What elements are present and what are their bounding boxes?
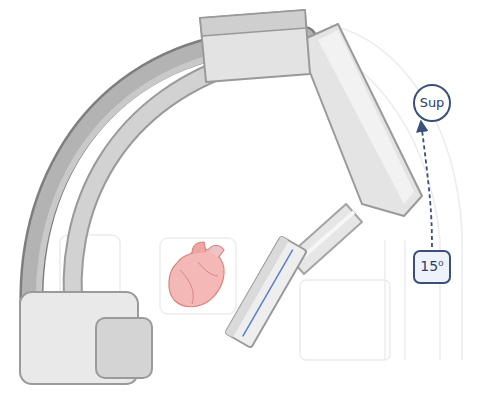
angle-box: 15⁰ [413, 250, 451, 284]
node-label: 15⁰ [420, 259, 443, 274]
heart-aorta [192, 242, 206, 254]
heart-groove [180, 270, 193, 304]
dashed-arrow [421, 122, 432, 247]
direction-circle: Sup [413, 84, 451, 122]
faint-line [404, 240, 406, 360]
right-arm [298, 24, 422, 216]
heart-groove [198, 262, 218, 276]
flat-panel-edge [225, 236, 289, 337]
flat-panel-body [225, 236, 307, 348]
faint-panel [300, 280, 390, 360]
node-label: Sup [420, 96, 445, 110]
flat-panel-line [243, 250, 293, 337]
heart-frame [160, 238, 236, 314]
detector-face [96, 318, 152, 378]
heart-body [169, 249, 224, 307]
heart-vessel [208, 246, 224, 259]
heart [169, 242, 224, 307]
top-carriage-cap [200, 10, 306, 36]
top-carriage [200, 10, 310, 82]
box-outline [414, 251, 450, 283]
flat-panel [225, 236, 307, 348]
circle-outline [414, 85, 450, 121]
faint-line [384, 240, 386, 360]
right-arm-face [318, 30, 414, 204]
